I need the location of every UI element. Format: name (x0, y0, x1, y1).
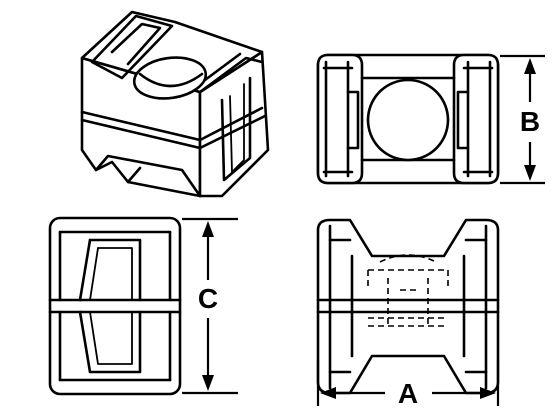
dimension-b: B (500, 54, 545, 185)
top-view (316, 53, 500, 185)
dimension-a: A (316, 360, 500, 409)
dimension-a-label: A (398, 378, 418, 409)
dimension-b-label: B (520, 106, 540, 137)
dimension-c-label: C (198, 283, 218, 314)
side-view (316, 218, 500, 395)
dimension-c: C (182, 217, 238, 395)
isometric-view (80, 10, 270, 198)
front-view (48, 216, 182, 396)
